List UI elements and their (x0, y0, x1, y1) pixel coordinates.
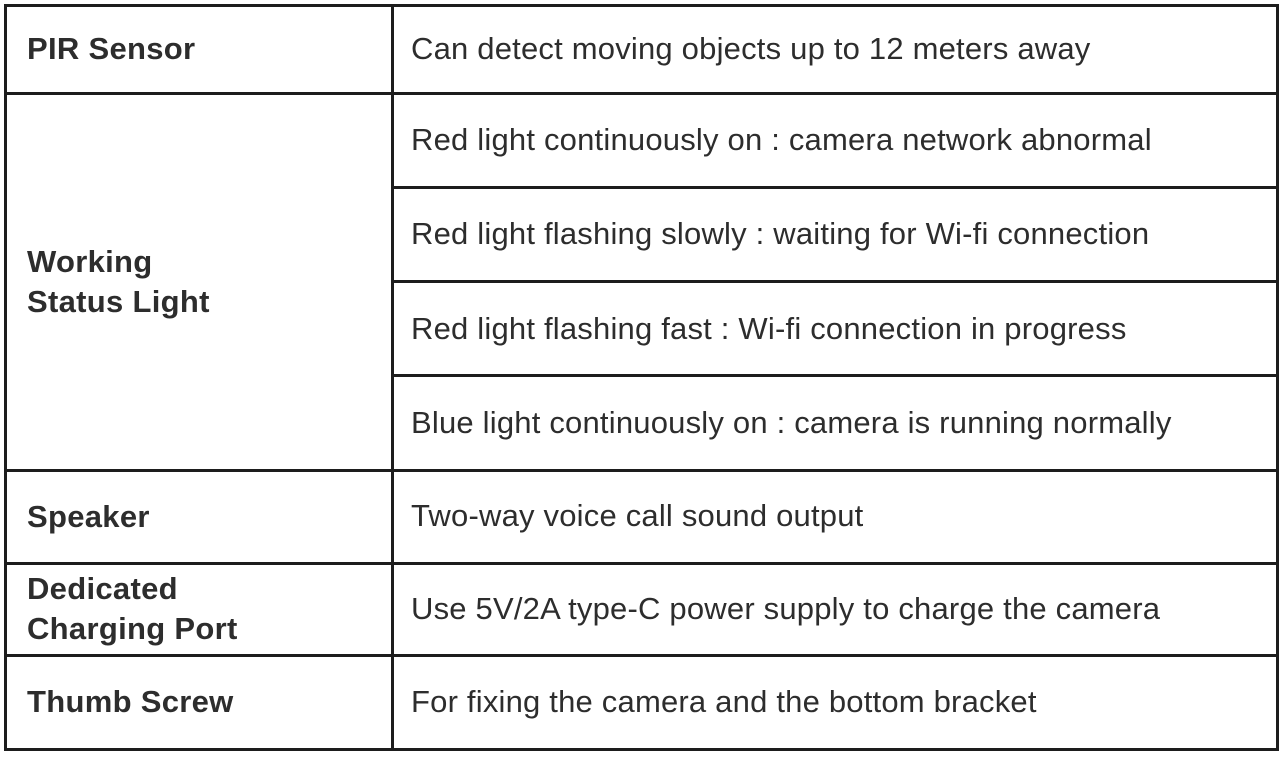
component-description-thumb-screw: For fixing the camera and the bottom bra… (391, 653, 1279, 752)
table-row-status-light-red-slow: Red light flashing slowly : waiting for … (6, 186, 1279, 284)
component-name-charging-port: Dedicated Charging Port (4, 561, 394, 657)
component-description-pir-sensor: Can detect moving objects up to 12 meter… (391, 3, 1279, 96)
component-description-charging-port: Use 5V/2A type-C power supply to charge … (391, 561, 1279, 657)
component-name-thumb-screw: Thumb Screw (4, 653, 394, 752)
component-description-speaker: Two-way voice call sound output (391, 468, 1279, 565)
status-light-description-red-slow: Red light flashing slowly : waiting for … (391, 186, 1279, 284)
table-row-status-light-red-solid: Working Status Light Red light continuou… (4, 92, 1279, 472)
component-name-pir-sensor: PIR Sensor (4, 3, 394, 96)
table-row-thumb-screw: Thumb Screw For fixing the camera and th… (4, 653, 1279, 752)
component-name-working-status-light: Working Status Light (4, 92, 394, 472)
component-name-speaker: Speaker (4, 468, 394, 565)
status-light-description-red-solid: Red light continuously on : camera netwo… (391, 92, 1279, 190)
table-row-status-light-red-fast: Red light flashing fast : Wi-fi connecti… (6, 280, 1279, 378)
table-row-speaker: Speaker Two-way voice call sound output (4, 468, 1279, 565)
table-row-pir-sensor: PIR Sensor Can detect moving objects up … (4, 3, 1279, 96)
status-light-description-red-fast: Red light flashing fast : Wi-fi connecti… (391, 280, 1279, 378)
table-row-status-light-blue-solid: Blue light continuously on : camera is r… (6, 374, 1279, 472)
status-light-description-blue-solid: Blue light continuously on : camera is r… (391, 374, 1279, 472)
table-row-charging-port: Dedicated Charging Port Use 5V/2A type-C… (4, 561, 1279, 657)
camera-spec-table: PIR Sensor Can detect moving objects up … (4, 3, 1279, 752)
